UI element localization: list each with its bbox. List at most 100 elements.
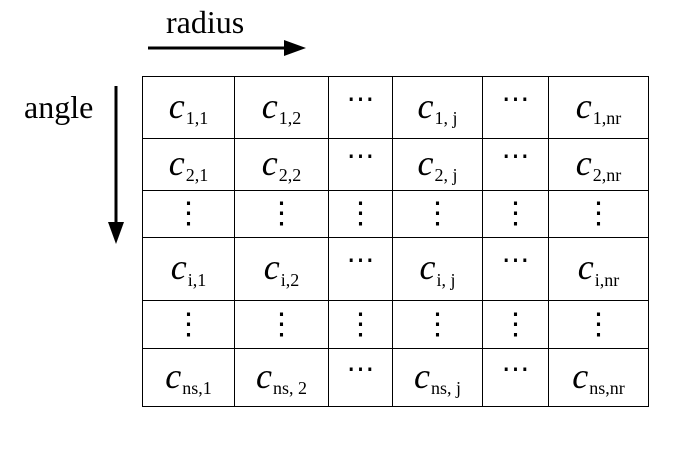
matrix-element: ci,1 bbox=[170, 247, 207, 290]
vertical-ellipsis: ⋮ bbox=[266, 197, 297, 230]
matrix-cell: cns, j bbox=[392, 348, 483, 407]
horizontal-ellipsis: ⋯ bbox=[346, 140, 375, 172]
element-index: i,1 bbox=[187, 269, 207, 290]
element-symbol: c bbox=[165, 355, 182, 396]
element-index: 2,nr bbox=[592, 165, 622, 186]
element-symbol: c bbox=[414, 355, 430, 396]
matrix-cell: ⋮ bbox=[328, 300, 393, 349]
matrix-element: c2,1 bbox=[168, 142, 208, 184]
horizontal-ellipsis: ⋯ bbox=[501, 245, 530, 276]
horizontal-ellipsis: ⋯ bbox=[501, 83, 530, 115]
element-index: 2,2 bbox=[278, 165, 302, 186]
matrix-element: c1,nr bbox=[575, 85, 622, 129]
element-index: ns,1 bbox=[182, 378, 212, 399]
matrix-cell: ⋮ bbox=[142, 300, 235, 349]
vertical-ellipsis: ⋮ bbox=[500, 197, 531, 230]
matrix-cell: ci,1 bbox=[142, 237, 235, 301]
element-symbol: c bbox=[572, 355, 589, 396]
matrix-cell: ⋯ bbox=[328, 237, 393, 301]
horizontal-ellipsis: ⋯ bbox=[501, 353, 530, 385]
element-symbol: c bbox=[577, 247, 594, 288]
matrix-cell: ⋮ bbox=[482, 190, 549, 238]
element-symbol: c bbox=[261, 142, 278, 183]
vertical-ellipsis: ⋮ bbox=[422, 307, 453, 341]
element-index: 2, j bbox=[434, 165, 458, 186]
matrix-cell: ci,nr bbox=[548, 237, 649, 301]
matrix-row: ⋮ ⋮ ⋮ ⋮ ⋮ ⋮ bbox=[142, 190, 649, 238]
angle-arrow-icon bbox=[108, 86, 124, 244]
element-index: i,2 bbox=[280, 269, 300, 290]
matrix-cell: ⋮ bbox=[482, 300, 549, 349]
matrix-cell: ⋯ bbox=[328, 138, 393, 191]
matrix-cell: ⋮ bbox=[234, 300, 329, 349]
matrix-cell: ci,2 bbox=[234, 237, 329, 301]
matrix-element: cns,1 bbox=[165, 355, 212, 399]
matrix-cell: ⋮ bbox=[392, 190, 483, 238]
vertical-ellipsis: ⋮ bbox=[583, 197, 614, 230]
matrix-cell: ⋯ bbox=[328, 348, 393, 407]
matrix-cell: ⋮ bbox=[548, 300, 649, 349]
matrix-cell: ⋮ bbox=[392, 300, 483, 349]
matrix-cell: ⋯ bbox=[482, 348, 549, 407]
matrix-element: ci,2 bbox=[263, 247, 300, 290]
matrix-cell: c2,1 bbox=[142, 138, 235, 191]
matrix-element: ci, j bbox=[419, 247, 456, 290]
matrix-cell: c1, j bbox=[392, 76, 483, 139]
vertical-ellipsis: ⋮ bbox=[173, 197, 204, 230]
element-symbol: c bbox=[261, 85, 278, 126]
matrix-cell: cns,1 bbox=[142, 348, 235, 407]
matrix-cell: ⋮ bbox=[142, 190, 235, 238]
vertical-ellipsis: ⋮ bbox=[173, 307, 204, 341]
horizontal-ellipsis: ⋯ bbox=[346, 83, 375, 115]
element-symbol: c bbox=[263, 247, 280, 288]
matrix-cell: ⋯ bbox=[482, 237, 549, 301]
radius-arrow-icon bbox=[148, 40, 306, 56]
matrix-element: c2, j bbox=[418, 143, 458, 186]
matrix-element: c2,2 bbox=[261, 142, 302, 186]
vertical-ellipsis: ⋮ bbox=[583, 307, 614, 341]
horizontal-ellipsis: ⋯ bbox=[346, 353, 375, 385]
vertical-ellipsis: ⋮ bbox=[422, 197, 453, 230]
angle-label: angle bbox=[24, 89, 94, 125]
matrix-cell: c1,nr bbox=[548, 76, 649, 139]
element-index: i, j bbox=[436, 269, 456, 290]
vertical-ellipsis: ⋮ bbox=[345, 197, 376, 230]
matrix-cell: ⋮ bbox=[328, 190, 393, 238]
matrix-element: cns, 2 bbox=[256, 355, 307, 397]
element-symbol: c bbox=[417, 85, 434, 126]
element-symbol: c bbox=[170, 247, 187, 288]
radius-label: radius bbox=[166, 4, 245, 40]
matrix-cell: c2,2 bbox=[234, 138, 329, 191]
element-symbol: c bbox=[419, 247, 436, 288]
vertical-ellipsis: ⋮ bbox=[266, 307, 297, 341]
vertical-ellipsis: ⋮ bbox=[500, 307, 531, 341]
element-index: 1,1 bbox=[185, 108, 209, 129]
matrix-cell: c2,nr bbox=[548, 138, 649, 191]
vertical-ellipsis: ⋮ bbox=[345, 307, 376, 341]
horizontal-ellipsis: ⋯ bbox=[346, 245, 375, 276]
element-index: 1,2 bbox=[278, 108, 302, 129]
matrix-cell: ⋮ bbox=[548, 190, 649, 238]
element-index: 1,nr bbox=[592, 108, 622, 129]
matrix-cell: cns,nr bbox=[548, 348, 649, 407]
element-symbol: c bbox=[256, 355, 272, 396]
matrix-element: c1,1 bbox=[169, 86, 209, 129]
matrix-element: c2,nr bbox=[576, 143, 622, 186]
element-symbol: c bbox=[575, 85, 592, 126]
matrix-row: ⋮ ⋮ ⋮ ⋮ ⋮ ⋮ bbox=[142, 300, 649, 349]
element-index: i,nr bbox=[594, 269, 620, 290]
matrix-cell: c2, j bbox=[392, 138, 483, 191]
element-symbol: c bbox=[168, 142, 185, 183]
element-index: ns, j bbox=[430, 378, 461, 399]
matrix-cell: ci, j bbox=[392, 237, 483, 301]
matrix-element: ci,nr bbox=[577, 247, 620, 290]
matrix-cell: cns, 2 bbox=[234, 348, 329, 407]
matrix-cell: c1,2 bbox=[234, 76, 329, 139]
element-index: ns,nr bbox=[589, 378, 625, 399]
matrix-cell: ⋯ bbox=[328, 76, 393, 139]
